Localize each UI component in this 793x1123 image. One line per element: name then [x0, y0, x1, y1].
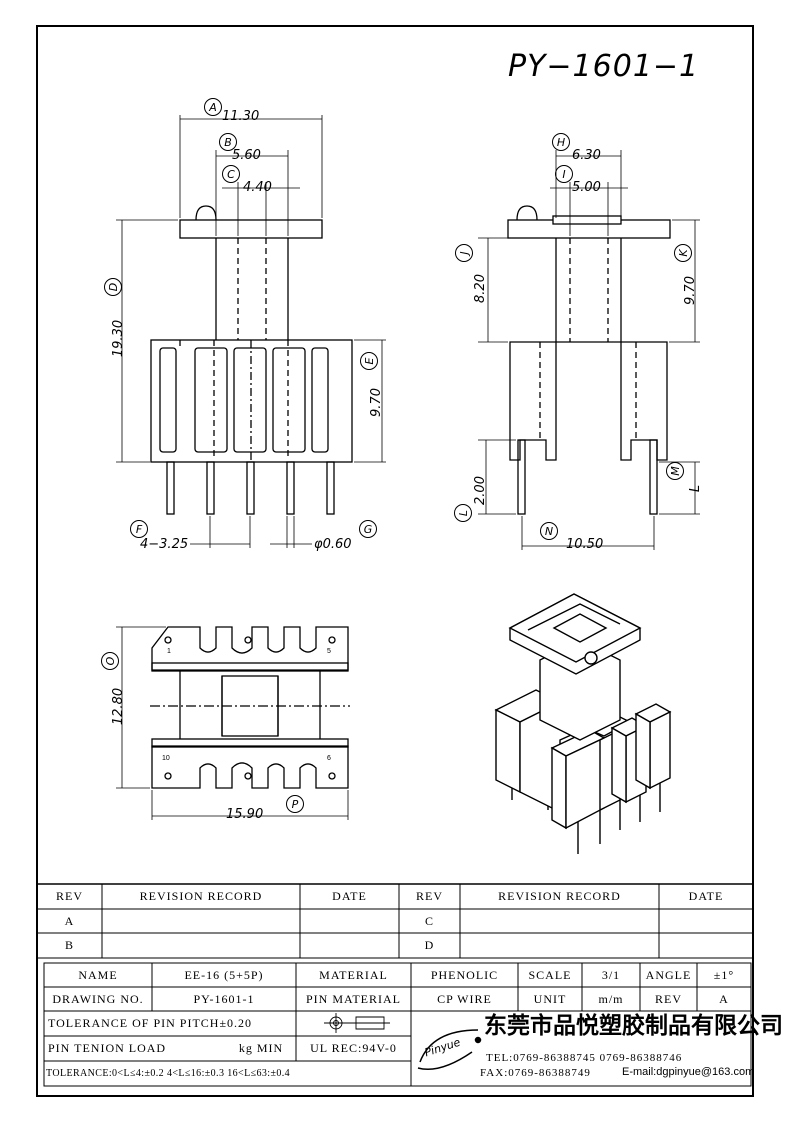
dim-balloon-g: G: [359, 520, 377, 538]
rev-value: A: [719, 991, 729, 1006]
rev-row-b: B: [64, 938, 74, 952]
name-label: NAME: [78, 967, 118, 982]
pin-tension-unit: kg MIN: [238, 1041, 284, 1055]
part-number: PY−1601−1: [508, 49, 700, 84]
dim-balloon-o: O: [101, 652, 119, 670]
dim-balloon-a: A: [204, 98, 222, 116]
dim-balloon-i: I: [555, 165, 573, 183]
company-tel: TEL:0769-86388745 0769-86388746: [486, 1052, 683, 1064]
dim-8-20: 8.20: [472, 274, 488, 303]
dim-balloon-c: C: [222, 165, 240, 183]
dim-balloon-m: M: [666, 462, 684, 480]
tolerance-range: TOLERANCE:0<L≤4:±0.2 4<L≤16:±0.3 16<L≤63…: [46, 1068, 291, 1079]
rev-row-d: D: [424, 938, 435, 952]
scale-value: 3/1: [601, 967, 621, 982]
angle-value: ±1°: [713, 967, 735, 982]
dim-6-30: 6.30: [572, 148, 601, 163]
ul-rec: UL REC:94V-0: [310, 1041, 397, 1055]
rev-header-1: REV: [56, 889, 83, 903]
company-email: E-mail:dgpinyue@163.com: [622, 1066, 755, 1078]
material-label: MATERIAL: [319, 967, 388, 982]
dim-11-30: 11.30: [222, 109, 260, 124]
dim-15-90: 15.90: [226, 807, 264, 822]
pin-tension-load: PIN TENION LOAD: [48, 1041, 167, 1055]
dim-balloon-f: F: [130, 520, 148, 538]
pin-label-6: 6: [327, 755, 331, 762]
dim-2-00: 2.00: [472, 476, 488, 505]
unit-label: UNIT: [533, 991, 567, 1006]
dim-balloon-n: N: [540, 522, 558, 540]
revision-table-grid: [37, 883, 753, 959]
rev-row-a: A: [64, 913, 75, 928]
drawing-no-label: DRAWING NO.: [52, 991, 144, 1006]
revision-record-header-1: REVISION RECORD: [139, 889, 263, 903]
dim-9-70-front: 9.70: [368, 388, 384, 417]
side-view-dimensions: [478, 150, 700, 550]
unit-value: m/m: [598, 991, 624, 1006]
dim-balloon-p: P: [286, 795, 304, 813]
pinyue-logo: [417, 1029, 482, 1070]
pin-label-5: 5: [327, 648, 331, 655]
tolerance-pitch: TOLERANCE OF PIN PITCH±0.20: [48, 1016, 253, 1030]
dim-10-50: 10.50: [566, 537, 604, 552]
dim-12-80: 12.80: [111, 687, 127, 726]
date-header-2: DATE: [688, 889, 724, 903]
dim-pin-dia: φ0.60: [314, 537, 352, 552]
dim-5-60: 5.60: [232, 148, 261, 163]
scale-label: SCALE: [528, 967, 572, 982]
dim-balloon-b: B: [219, 133, 237, 151]
dim-balloon-l: L: [454, 504, 472, 522]
drawing-no-value: PY-1601-1: [193, 991, 255, 1006]
isometric-view: [494, 593, 672, 854]
dim-19-30: 19.30: [111, 319, 127, 358]
material-value: PHENOLIC: [430, 967, 499, 982]
company-fax: FAX:0769-86388749: [480, 1067, 591, 1079]
dim-balloon-j: J: [455, 244, 473, 262]
pin-material-label: PIN MATERIAL: [306, 991, 401, 1006]
dim-5-00: 5.00: [572, 180, 601, 195]
dim-l-label: L: [688, 484, 704, 493]
company-name: 东莞市品悦塑胶制品有限公司: [484, 1012, 783, 1039]
pin-material-value: CP WIRE: [437, 991, 492, 1006]
angle-label: ANGLE: [645, 967, 692, 982]
dim-balloon-k: K: [674, 244, 692, 262]
pin-label-1: 1: [167, 648, 171, 655]
dim-balloon-e: E: [360, 352, 378, 370]
top-view: [150, 626, 350, 789]
dim-9-70-side: 9.70: [682, 276, 698, 305]
top-view-dimensions: [116, 626, 349, 820]
revision-record-header-2: REVISION RECORD: [498, 889, 621, 903]
date-header-1: DATE: [332, 889, 367, 903]
rev-row-c: C: [424, 913, 434, 928]
dim-pitch: 4−3.25: [140, 537, 189, 552]
dim-4-40: 4.40: [243, 180, 272, 195]
front-view-dimensions: [116, 115, 386, 548]
rev-label: REV: [655, 991, 682, 1006]
cross-section-symbol: [324, 1013, 390, 1033]
rev-header-2: REV: [416, 889, 443, 903]
title-block-grid: [43, 962, 752, 1087]
pin-label-10: 10: [162, 755, 170, 762]
dim-balloon-d: D: [104, 278, 122, 296]
side-view: [507, 205, 671, 515]
sheet-border: [36, 25, 754, 1097]
dim-balloon-h: H: [552, 133, 570, 151]
name-value: EE-16 (5+5P): [184, 967, 264, 982]
front-view: [150, 205, 353, 515]
